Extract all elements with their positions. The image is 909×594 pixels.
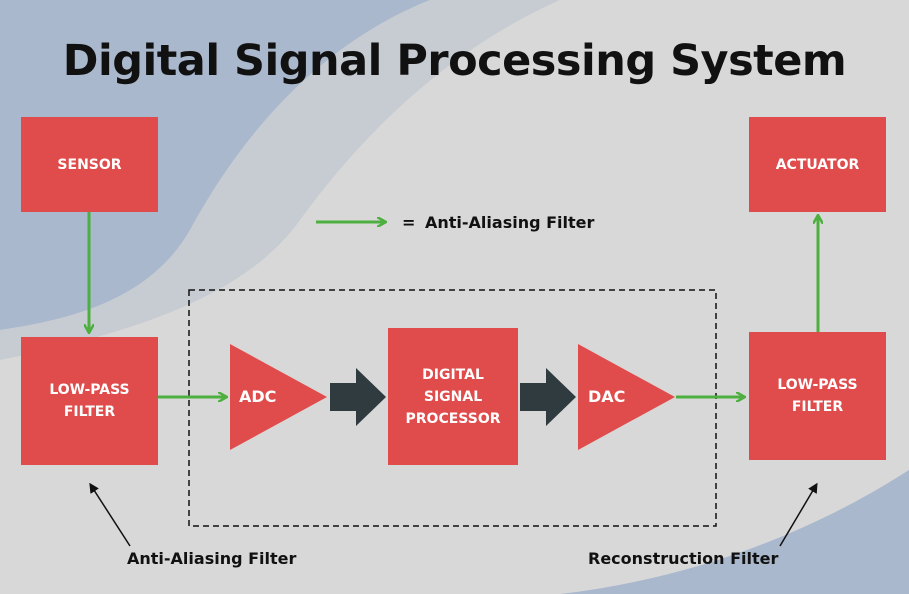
flow-arrow-adc-to-dsp (330, 368, 386, 426)
sensor-label: SENSOR (57, 156, 122, 173)
sensor-block: SENSOR (21, 117, 158, 212)
pointer-arrow-left (89, 482, 131, 547)
caption-reconstruction: Reconstruction Filter (588, 549, 779, 568)
dsp-block: DIGITAL SIGNAL PROCESSOR (388, 328, 518, 465)
page-title: Digital Signal Processing System (62, 36, 847, 86)
caption-anti-aliasing: Anti-Aliasing Filter (127, 549, 297, 568)
adc-label: ADC (239, 387, 277, 406)
dac-triangle (578, 344, 675, 450)
lowpass-filter-output-label: LOW-PASS FILTER (777, 377, 858, 415)
actuator-label: ACTUATOR (775, 156, 860, 173)
lowpass-filter-input-label: LOW-PASS FILTER (49, 382, 130, 420)
dsp-label: DIGITAL SIGNAL PROCESSOR (405, 366, 501, 427)
actuator-block: ACTUATOR (749, 117, 886, 212)
legend-label: Anti-Aliasing Filter (425, 213, 595, 232)
adc-triangle (230, 344, 327, 450)
pointer-arrow-right (779, 482, 818, 547)
lowpass-filter-input-block: LOW-PASS FILTER (21, 337, 158, 465)
legend-equals: = (402, 213, 416, 232)
dashed-enclosure (188, 289, 717, 527)
dac-label: DAC (588, 387, 626, 406)
lowpass-filter-output-block: LOW-PASS FILTER (749, 332, 886, 460)
flow-arrow-dsp-to-dac (520, 368, 576, 426)
